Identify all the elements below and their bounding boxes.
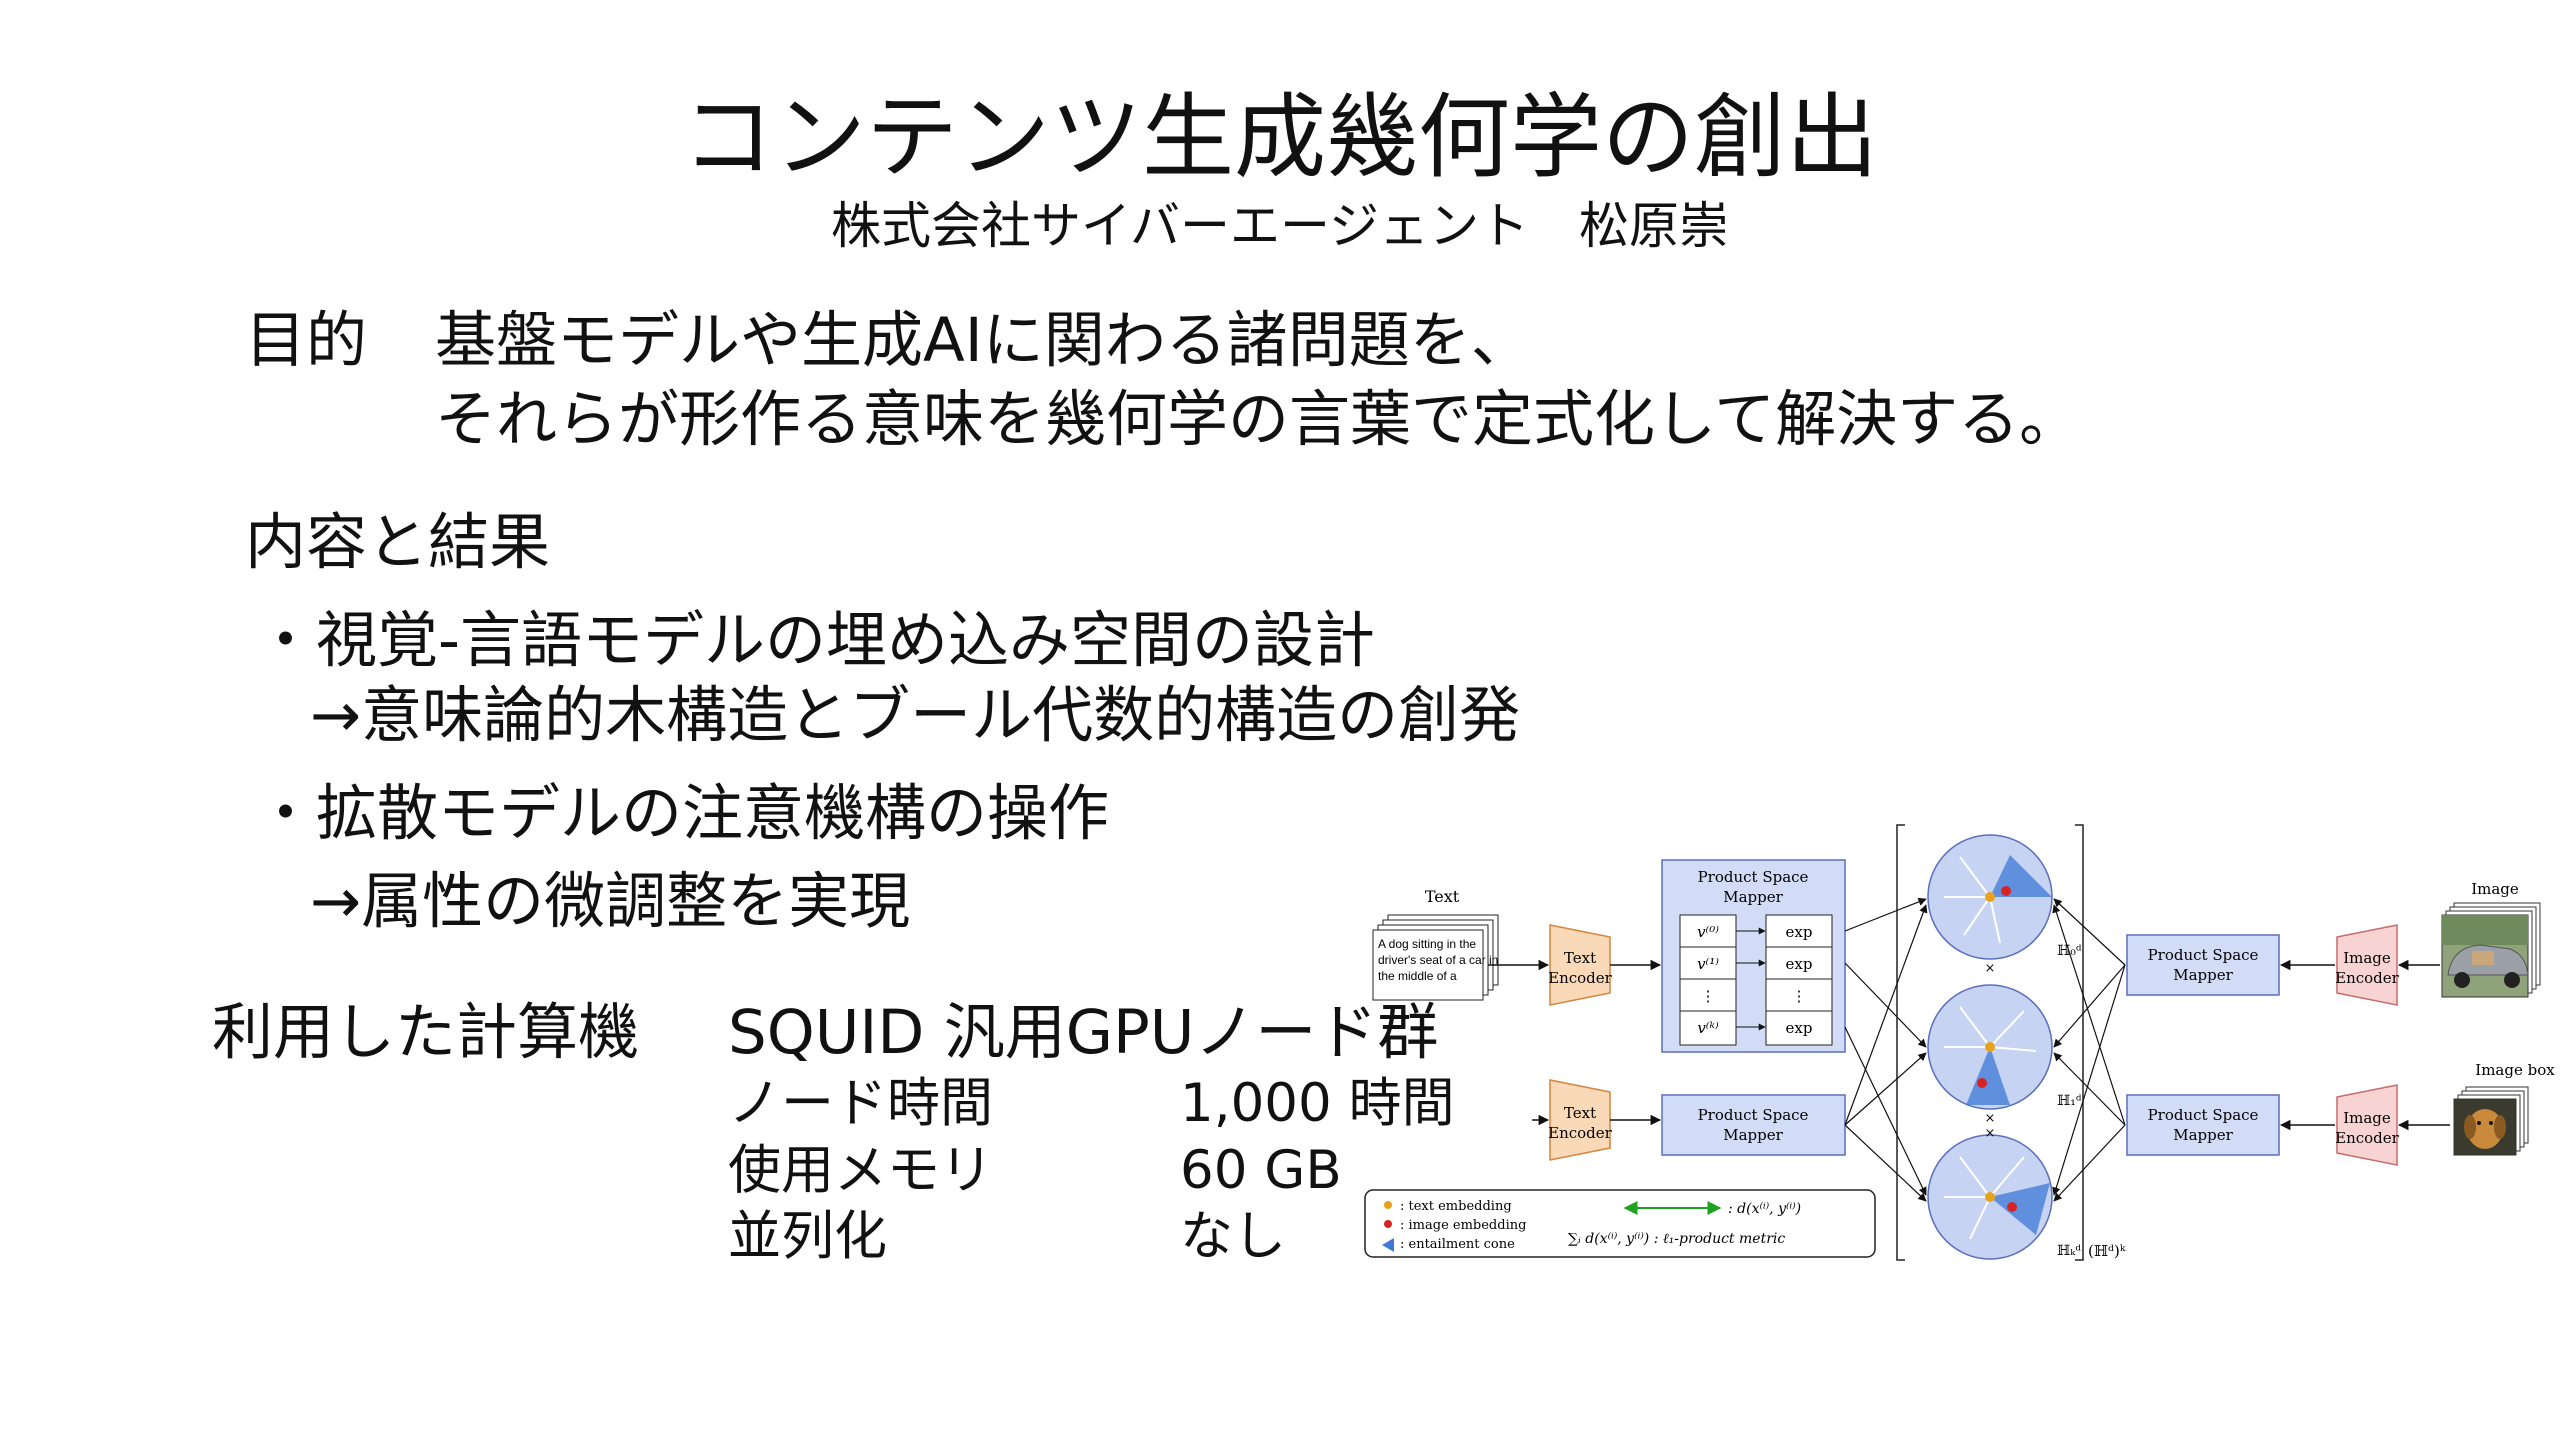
purpose-label: 目的: [245, 305, 368, 376]
svg-text:×: ×: [1985, 961, 1996, 976]
result-item-2-sub: →属性の微調整を実現: [310, 866, 911, 937]
svg-text:v⁽⁰⁾: v⁽⁰⁾: [1697, 923, 1719, 941]
image-input-label: Image: [2471, 880, 2519, 898]
result-item-1: ・視覚-言語モデルの埋め込み空間の設計: [255, 605, 1376, 676]
compute-row-key-2: 使用メモリ: [728, 1140, 993, 1201]
caption-line-2: driver's seat of a car in: [1378, 953, 1498, 967]
compute-label: 利用した計算機: [212, 997, 640, 1068]
svg-text:: text embedding: : text embedding: [1400, 1199, 1512, 1214]
compute-row-key-3: 並列化: [728, 1206, 887, 1267]
image-encoder-bottom: Image Encoder: [2335, 1084, 2400, 1166]
svg-text:Image: Image: [2343, 949, 2391, 967]
image-box-input-label: Image box: [2475, 1061, 2555, 1079]
svg-text:Text: Text: [1564, 949, 1596, 967]
text-stack: A dog sitting in the driver's seat of a …: [1372, 914, 1499, 1001]
compute-row-value-2: 60 GB: [1180, 1140, 1342, 1201]
compute-row-value-1: 1,000 時間: [1180, 1073, 1455, 1134]
compute-row-value-3: なし: [1180, 1206, 1286, 1267]
svg-text:Mapper: Mapper: [2173, 1126, 2233, 1144]
space-label-1: ℍ₁ᵈ: [2057, 1093, 2082, 1109]
svg-text:Encoder: Encoder: [1548, 969, 1613, 987]
svg-text:Mapper: Mapper: [2173, 966, 2233, 984]
text-encoder-top: Text Encoder: [1548, 924, 1613, 1006]
svg-text:exp: exp: [1786, 1019, 1813, 1037]
svg-text:Product Space: Product Space: [2148, 1106, 2259, 1124]
product-space-label: (ℍᵈ)ᵏ: [2088, 1242, 2126, 1260]
architecture-figure: Text A dog sitting in the driver's seat …: [1364, 824, 2555, 1261]
svg-text:Product Space: Product Space: [1698, 1106, 1809, 1124]
product-space-mapper-image: Product Space Mapper: [2126, 934, 2280, 996]
svg-text:: d(x⁽ⁱ⁾, y⁽ⁱ⁾): : d(x⁽ⁱ⁾, y⁽ⁱ⁾): [1728, 1201, 1801, 1217]
svg-text:×: ×: [1985, 1126, 1996, 1141]
svg-text:Image: Image: [2343, 1109, 2391, 1127]
svg-text:: entailment cone: : entailment cone: [1400, 1237, 1515, 1252]
compute-row-key-1: ノード時間: [728, 1073, 993, 1134]
result-item-1-sub: →意味論的木構造とブール代数的構造の創発: [310, 680, 1521, 751]
svg-text:×: ×: [1985, 1111, 1996, 1126]
purpose-line-2: それらが形作る意味を幾何学の言葉で定式化して解決する。: [435, 384, 2081, 455]
text-encoder-bottom: Text Encoder: [1548, 1079, 1613, 1161]
svg-text:∑ᵢ d(x⁽ⁱ⁾, y⁽ⁱ⁾) : ℓ₁-product: ∑ᵢ d(x⁽ⁱ⁾, y⁽ⁱ⁾) : ℓ₁-product metric: [1568, 1231, 1785, 1247]
hyperbolic-disc-0: [1927, 834, 2053, 960]
svg-text:Encoder: Encoder: [2335, 969, 2400, 987]
page-title: コンテンツ生成幾何学の創出: [681, 84, 1878, 191]
svg-text:Encoder: Encoder: [1548, 1124, 1613, 1142]
svg-text:⋮: ⋮: [1701, 987, 1716, 1005]
text-input-label: Text: [1425, 887, 1460, 906]
svg-text:: image embedding: : image embedding: [1400, 1218, 1526, 1233]
page-subtitle: 株式会社サイバーエージェント 松原崇: [831, 197, 1729, 255]
hyperbolic-disc-k: [1927, 1134, 2053, 1260]
dog-image-stack: [2453, 1086, 2529, 1156]
legend-cone-icon: [1382, 1238, 1394, 1252]
svg-text:Text: Text: [1564, 1104, 1596, 1122]
svg-text:exp: exp: [1786, 955, 1813, 973]
product-space-mapper-text: Product Space Mapper: [1661, 1094, 1846, 1156]
caption-line-1: A dog sitting in the: [1378, 937, 1476, 951]
figure-legend: : text embedding : image embedding : ent…: [1364, 1189, 1876, 1258]
svg-text:Encoder: Encoder: [2335, 1129, 2400, 1147]
results-heading: 内容と結果: [245, 507, 551, 578]
product-space-mapper-expanded: Product Space Mapper v⁽⁰⁾ v⁽¹⁾ ⋮ v⁽ᵏ⁾ ex…: [1661, 859, 1846, 1053]
space-label-k: ℍₖᵈ: [2057, 1243, 2081, 1259]
svg-text:v⁽ᵏ⁾: v⁽ᵏ⁾: [1697, 1019, 1719, 1037]
svg-text:Mapper: Mapper: [1723, 1126, 1783, 1144]
image-encoder-top: Image Encoder: [2335, 924, 2400, 1006]
result-item-2: ・拡散モデルの注意機構の操作: [255, 778, 1110, 849]
hyperbolic-disc-1: [1927, 984, 2053, 1110]
svg-text:exp: exp: [1786, 923, 1813, 941]
svg-text:Product Space: Product Space: [2148, 946, 2259, 964]
svg-text:Product Space: Product Space: [1698, 868, 1809, 886]
product-space-mapper-image-box: Product Space Mapper: [2126, 1094, 2280, 1156]
purpose-line-1: 基盤モデルや生成AIに関わる諸問題を、: [435, 305, 1532, 376]
svg-text:v⁽¹⁾: v⁽¹⁾: [1697, 955, 1719, 973]
svg-text:Mapper: Mapper: [1723, 888, 1783, 906]
compute-system: SQUID 汎用GPUノード群: [728, 997, 1439, 1068]
car-image-stack: [2441, 902, 2541, 998]
caption-line-3: the middle of a: [1378, 969, 1457, 983]
svg-text:⋮: ⋮: [1792, 987, 1807, 1005]
legend-image-point-icon: [1384, 1220, 1392, 1228]
legend-text-point-icon: [1384, 1201, 1392, 1209]
